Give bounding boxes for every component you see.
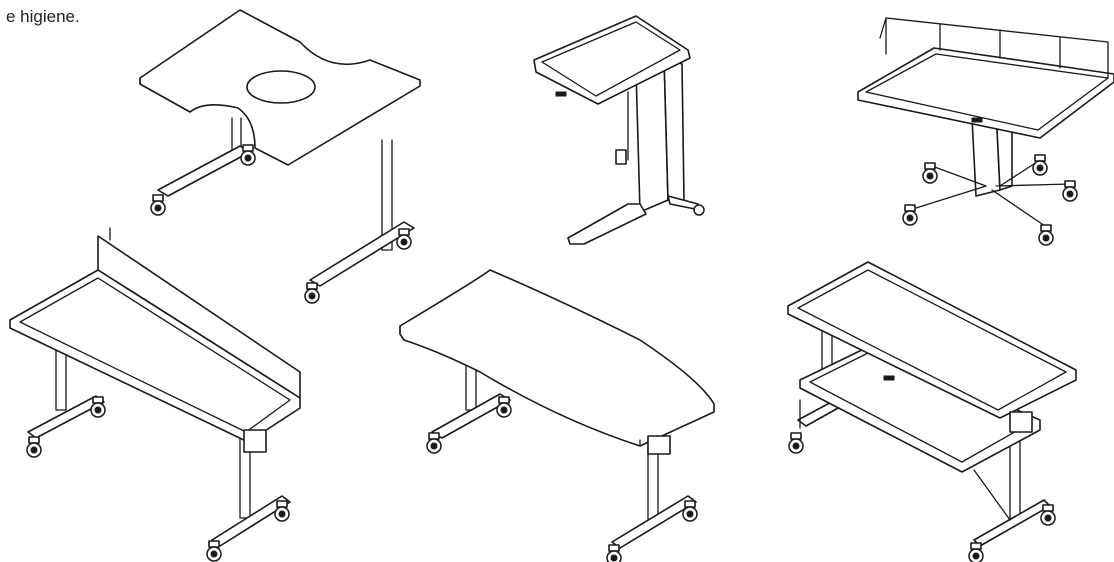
table-tray-pedestal — [533, 15, 705, 245]
table-backboard — [9, 227, 301, 562]
table-cutout-top — [139, 9, 421, 304]
table-curved — [399, 269, 715, 562]
table-two-shelf — [787, 261, 1077, 562]
caption-text: e higiene. — [6, 7, 80, 26]
table-tray-railing — [857, 17, 1114, 246]
